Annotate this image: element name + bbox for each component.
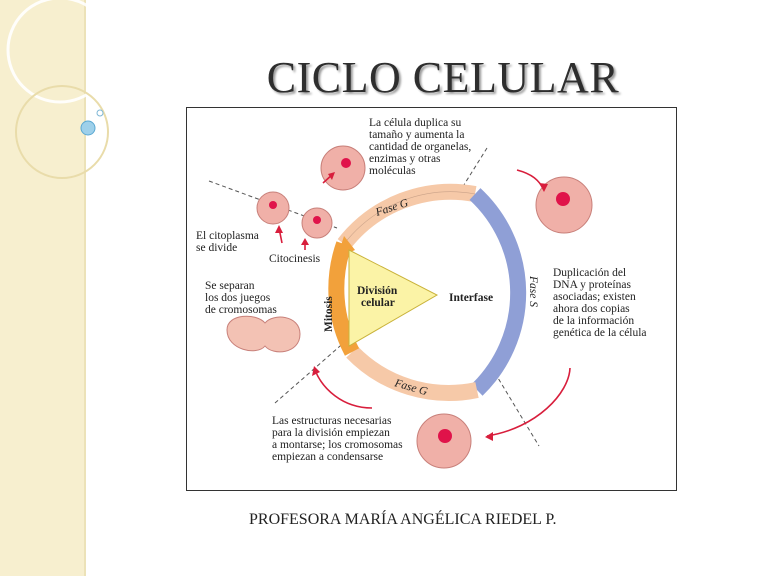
phase-s-arc <box>469 188 527 396</box>
caption-cytoplasm: El citoplasma se divide <box>196 230 259 254</box>
guide-line-bottom-left <box>274 339 348 404</box>
cell-daughter-large <box>320 145 366 191</box>
author-footer: PROFESORA MARÍA ANGÉLICA RIEDEL P. <box>249 511 557 528</box>
caption-chromosome-separation: Se separan los dos juegos de cromosomas <box>205 280 277 316</box>
caption-dna-duplication: Duplicación del DNA y proteínas asociada… <box>553 267 647 339</box>
cell-dividing <box>226 315 301 353</box>
division-triangle <box>348 249 439 347</box>
cell-bottom-right <box>416 413 472 469</box>
caption-structures: Las estructuras necesarias para la divis… <box>272 415 403 463</box>
phase-g1-arc <box>337 183 477 250</box>
caption-growth: La célula duplica su tamaño y aumenta la… <box>369 117 472 177</box>
cytokinesis-label: Citocinesis <box>269 253 321 265</box>
guide-line-bottom-right <box>494 372 540 447</box>
cell-daughter-right <box>301 207 333 239</box>
phase-g2-arc <box>346 346 479 401</box>
decorative-rings <box>6 0 114 179</box>
red-arrowheads <box>275 172 548 441</box>
phase-s-label: Fase S <box>527 275 539 307</box>
mitosis-label: Mitosis <box>323 296 335 332</box>
interphase-label: Interfase <box>449 292 493 304</box>
decorative-side-band <box>0 0 114 576</box>
cell-division-label-line2: celular <box>361 297 395 309</box>
cell-division-label-line1: División <box>357 285 398 297</box>
mitosis-arrowhead <box>337 236 355 258</box>
cell-cycle-diagram: Fase G Fase S Fase G Mitosis Interfase D… <box>208 145 593 469</box>
guide-line-top <box>456 147 488 197</box>
cell-daughter-left <box>256 191 290 225</box>
cell-cycle-figure: Fase G Fase S Fase G Mitosis Interfase D… <box>186 107 677 491</box>
cell-top-right <box>535 176 593 234</box>
slide-title: CICLO CELULAR <box>266 53 620 102</box>
